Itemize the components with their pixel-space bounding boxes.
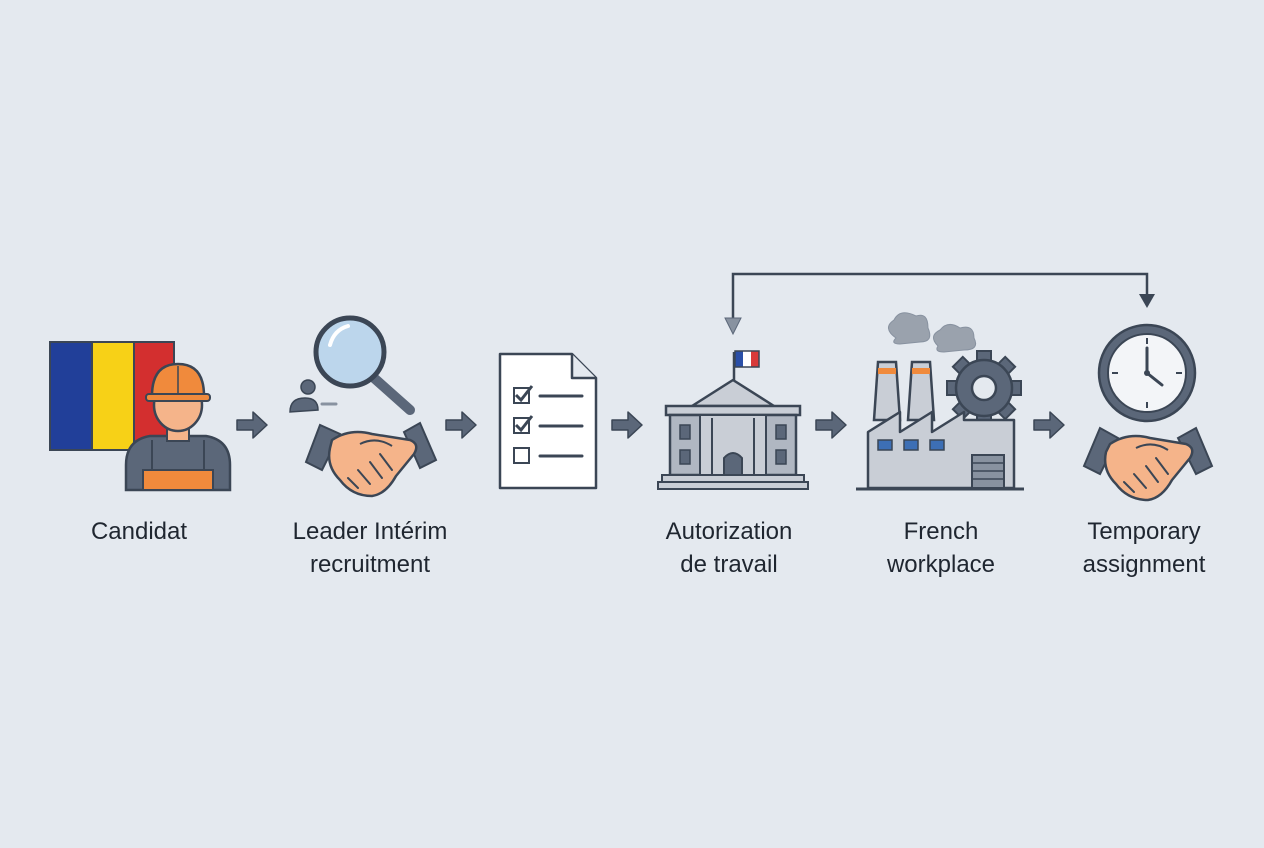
step-label-recruitment: Leader Intérim recruitment — [292, 518, 448, 578]
step-label-french-workplace: French workplace — [886, 518, 996, 578]
flow-arrow-1 — [236, 411, 268, 439]
flow-arrow-4 — [815, 411, 847, 439]
worker-with-romanian-flag-icon — [49, 341, 232, 492]
step-label-candidat: Candidat — [90, 518, 188, 545]
factory-gear-icon — [856, 312, 1024, 491]
flow-arrow-2 — [445, 411, 477, 439]
loop-arrow — [724, 272, 1155, 336]
government-building-french-flag-icon — [657, 350, 809, 490]
checklist-document-icon — [498, 352, 598, 490]
recruitment-handshake-magnifier-icon — [289, 315, 438, 498]
flow-arrow-5 — [1033, 411, 1065, 439]
step-label-temporary-assignment: Temporary assignment — [1082, 518, 1206, 578]
step-label-work-authorization: Autorization de travail — [665, 518, 793, 578]
clock-handshake-icon — [1082, 323, 1214, 502]
flow-arrow-3 — [611, 411, 643, 439]
